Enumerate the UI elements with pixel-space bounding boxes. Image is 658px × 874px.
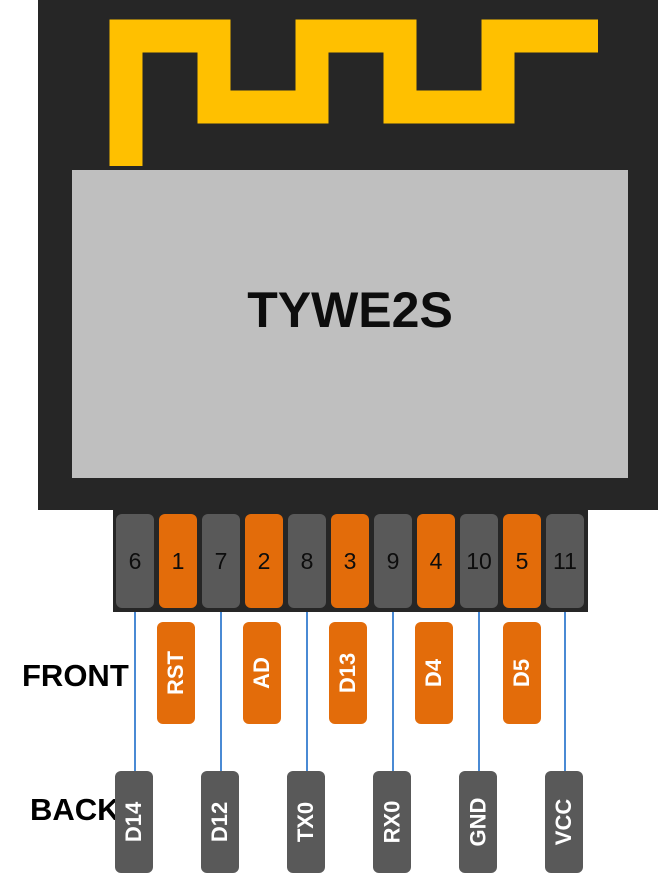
pin-number: 7 — [214, 547, 228, 574]
front-label-d5: D5 — [503, 622, 541, 724]
pin-3: 3 — [331, 514, 369, 608]
pin-number: 9 — [386, 547, 400, 574]
pin-number: 11 — [553, 547, 577, 574]
label-text: VCC — [551, 798, 577, 846]
label-text: TX0 — [293, 801, 319, 843]
back-row-title: BACK — [30, 792, 120, 827]
label-text: D13 — [335, 652, 361, 694]
module-name: TYWE2S — [247, 282, 453, 338]
pin-4: 4 — [417, 514, 455, 608]
label-text: RST — [163, 651, 188, 695]
pin-number: 8 — [300, 547, 314, 574]
wire-pin-11 — [564, 612, 566, 772]
pin-number: 2 — [257, 547, 271, 574]
wire-pin-8 — [306, 612, 308, 772]
label-text: AD — [249, 657, 274, 689]
pin-number: 1 — [171, 547, 185, 574]
pin-1: 1 — [159, 514, 197, 608]
pin-number: 3 — [343, 547, 357, 574]
wire-pin-10 — [478, 612, 480, 772]
front-row-title: FRONT — [22, 658, 129, 693]
pin-number: 10 — [466, 547, 492, 574]
pin-number: 5 — [515, 547, 529, 574]
wire-pin-6 — [134, 612, 136, 772]
back-label-rx0: RX0 — [373, 771, 411, 873]
chip-shield: TYWE2S — [72, 170, 628, 478]
pin-6: 6 — [116, 514, 154, 608]
label-text: D4 — [421, 658, 446, 688]
pin-10: 10 — [460, 514, 498, 608]
pin-8: 8 — [288, 514, 326, 608]
front-label-ad: AD — [243, 622, 281, 724]
front-label-d13: D13 — [329, 622, 367, 724]
pin-11: 11 — [546, 514, 584, 608]
wire-pin-9 — [392, 612, 394, 772]
back-label-vcc: VCC — [545, 771, 583, 873]
pin-5: 5 — [503, 514, 541, 608]
back-label-tx0: TX0 — [287, 771, 325, 873]
label-text: RX0 — [379, 800, 405, 844]
antenna-trace — [109, 19, 598, 166]
label-text: D14 — [121, 801, 147, 843]
front-label-rst: RST — [157, 622, 195, 724]
front-label-d4: D4 — [415, 622, 453, 724]
pin-9: 9 — [374, 514, 412, 608]
back-label-gnd: GND — [459, 771, 497, 873]
label-text: GND — [465, 797, 491, 847]
back-label-d14: D14 — [115, 771, 153, 873]
pin-7: 7 — [202, 514, 240, 608]
pin-number: 4 — [429, 547, 443, 574]
label-text: D12 — [207, 801, 233, 843]
pin-2: 2 — [245, 514, 283, 608]
pin-number: 6 — [128, 547, 142, 574]
back-label-d12: D12 — [201, 771, 239, 873]
label-text: D5 — [509, 658, 534, 688]
wire-pin-7 — [220, 612, 222, 772]
